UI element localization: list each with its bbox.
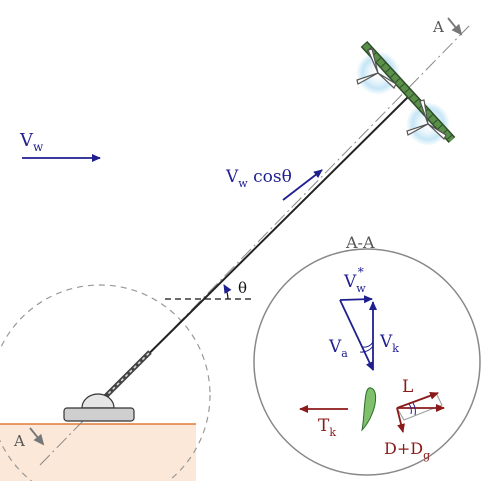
drag-vector [396, 407, 405, 433]
lift-label: L [402, 377, 413, 397]
section-arrow-bottom [29, 427, 45, 446]
ground-station-base [63, 407, 135, 422]
theta-arc [223, 284, 232, 300]
section-label-bottom: A [13, 432, 25, 450]
theta-label: θ [238, 279, 247, 297]
zoom-circle [0, 284, 211, 481]
thrust-label: Tk [318, 416, 336, 439]
section-view-title: A-A [345, 233, 375, 252]
wind-component-vector [282, 169, 323, 201]
va-vector [339, 299, 374, 371]
vw-star-label: Vw* [343, 265, 366, 295]
wind-label: Vw [19, 130, 44, 154]
section-label-top: A [432, 18, 444, 36]
rotor-2 [406, 99, 447, 140]
rotor-1 [356, 48, 397, 89]
ground-station-dome [81, 393, 115, 409]
section-view-circle [253, 248, 481, 476]
tether-winch-segment [98, 350, 152, 404]
force-parallelogram [396, 392, 443, 421]
va-label: Va [328, 337, 348, 360]
triangle-angle-arc [359, 345, 374, 353]
vk-label: Vk [379, 332, 399, 355]
lift-vector [396, 391, 439, 409]
drag-label: D+Dg [384, 439, 430, 462]
wind-component-label: Vw cosθ [225, 167, 292, 190]
ground [0, 424, 196, 481]
section-arrow-top [447, 17, 463, 36]
airfoil-section [361, 387, 377, 432]
vw-star-vector [339, 295, 373, 304]
